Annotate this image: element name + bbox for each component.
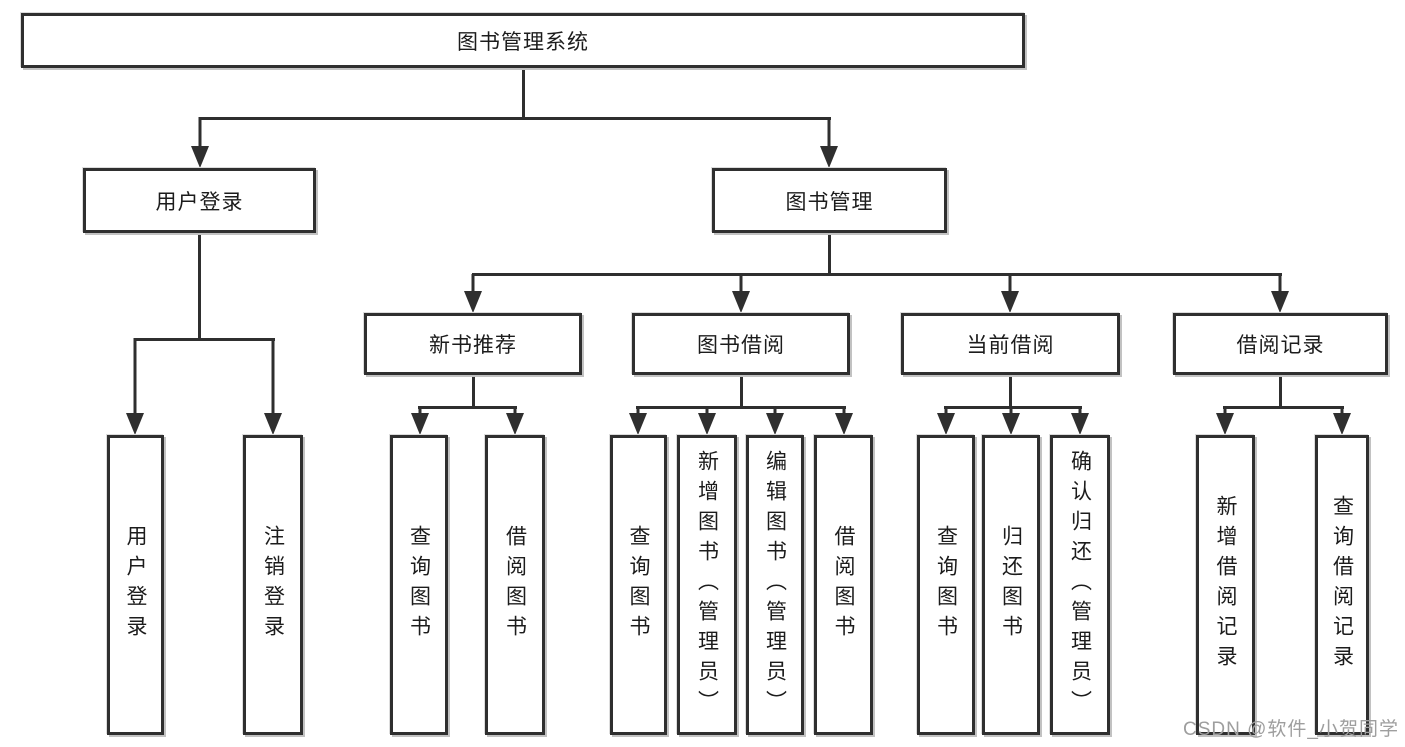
leaf-recommend-borrow-books: 借阅图书 [485, 435, 545, 735]
leaf-logout: 注销登录 [243, 435, 303, 735]
node-borrow-records: 借阅记录 [1173, 313, 1388, 375]
csdn-watermark: CSDN @软件_小贺同学 [1183, 719, 1399, 740]
arrow-to-borrow-borrow-books [835, 406, 853, 435]
connector-root-stem [522, 68, 525, 119]
arrow-to-leaf-user-login [126, 338, 144, 435]
connector-recommend-branch [418, 406, 517, 409]
node-current-borrow: 当前借阅 [901, 313, 1120, 375]
arrow-to-records-add [1216, 406, 1234, 435]
leaf-borrow-borrow-books: 借阅图书 [814, 435, 873, 735]
arrow-to-book-management [820, 117, 838, 168]
connector-level3-branch [472, 273, 1282, 276]
node-root-library-system: 图书管理系统 [21, 13, 1025, 68]
connector-borrow-stem [740, 375, 743, 408]
leaf-records-query-record: 查询借阅记录 [1315, 435, 1369, 735]
arrow-to-current-borrow [1001, 274, 1019, 313]
arrow-to-recommend-query-books [411, 406, 429, 435]
arrow-to-new-book-recommend [464, 274, 482, 313]
arrow-to-user-login [191, 117, 209, 168]
arrow-to-records-query [1333, 406, 1351, 435]
arrow-to-current-return-books [1002, 406, 1020, 435]
connector-records-branch [1223, 406, 1344, 409]
connector-book-management-stem [828, 233, 831, 276]
leaf-recommend-query-books: 查询图书 [390, 435, 448, 735]
arrow-to-book-borrow [732, 274, 750, 313]
leaf-current-query-books: 查询图书 [917, 435, 975, 735]
leaf-current-confirm-return-admin: 确认归还（管理员） [1050, 435, 1110, 735]
leaf-current-return-books: 归还图书 [982, 435, 1040, 735]
node-book-borrow: 图书借阅 [632, 313, 850, 375]
connector-current-stem [1009, 375, 1012, 408]
leaf-borrow-add-books-admin: 新增图书（管理员） [677, 435, 737, 735]
leaf-user-login: 用户登录 [107, 435, 164, 735]
leaf-borrow-edit-books-admin: 编辑图书（管理员） [746, 435, 804, 735]
arrow-to-borrow-edit-books [766, 406, 784, 435]
arrow-to-borrow-add-books [698, 406, 716, 435]
connector-recommend-stem [472, 375, 475, 408]
node-new-book-recommend: 新书推荐 [364, 313, 582, 375]
connector-borrow-branch [636, 406, 846, 409]
node-user-login: 用户登录 [83, 168, 316, 233]
leaf-records-add-record: 新增借阅记录 [1196, 435, 1255, 735]
leaf-borrow-query-books: 查询图书 [610, 435, 667, 735]
arrow-to-current-confirm-return [1071, 406, 1089, 435]
arrow-to-current-query-books [937, 406, 955, 435]
arrow-to-recommend-borrow-books [506, 406, 524, 435]
arrow-to-borrow-records [1271, 274, 1289, 313]
arrow-to-leaf-logout [264, 338, 282, 435]
connector-level2-branch [199, 117, 831, 120]
connector-user-login-branch [134, 338, 275, 341]
connector-user-login-stem [198, 233, 201, 340]
connector-records-stem [1279, 375, 1282, 408]
arrow-to-borrow-query-books [629, 406, 647, 435]
node-book-management: 图书管理 [712, 168, 947, 233]
